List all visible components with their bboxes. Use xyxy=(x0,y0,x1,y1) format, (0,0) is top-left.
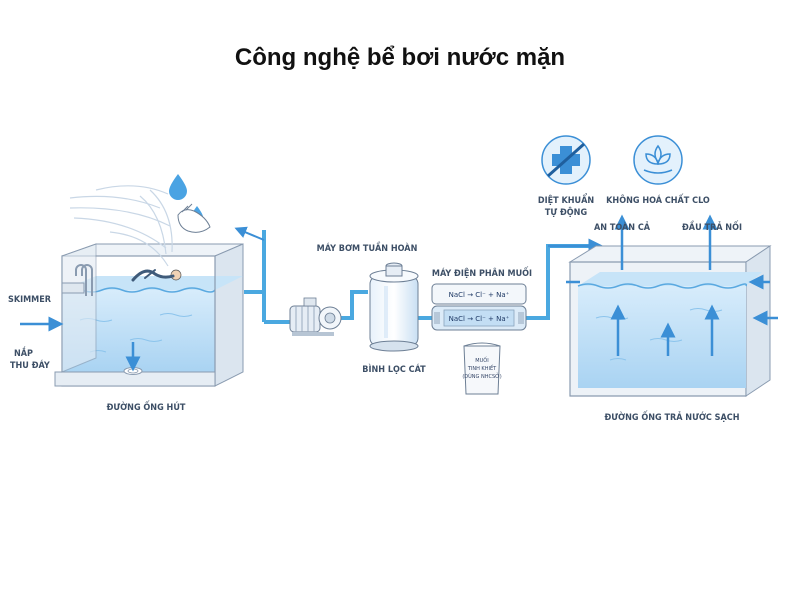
pump-to-filter-pipe xyxy=(340,290,368,320)
hand-icon xyxy=(177,203,211,233)
upflow-arrows-right xyxy=(566,214,778,356)
return-line-label: ĐƯỜNG ỐNG TRẢ NƯỚC SẠCH xyxy=(604,410,739,423)
pump-icon xyxy=(289,297,342,336)
salt-bag-icon: MUỐI TINH KHIẾT (DÙNG NHCSỞ) xyxy=(462,342,502,395)
salt-bag-text-1: MUỐI xyxy=(475,356,488,364)
salt-bag-text-3: (DÙNG NHCSỞ) xyxy=(462,372,501,380)
pump-label: MÁY BƠM TUẦN HOÀN xyxy=(317,241,418,254)
suction-pipe xyxy=(234,226,292,324)
filter-icon xyxy=(369,262,419,352)
return-pipe xyxy=(526,238,604,320)
diet-khuan-line1: DIỆT KHUẨN xyxy=(538,193,595,206)
leaf-icon xyxy=(633,135,683,185)
salt-bag-text-2: TINH KHIẾT xyxy=(467,364,497,372)
pool-ladder xyxy=(61,264,93,296)
skimmer-label: SKIMMER xyxy=(8,295,52,305)
electrolysis-cell-icon: NaCl → Cl⁻ + Na⁺ NaCl → Cl⁻ + Na⁺ xyxy=(431,283,527,331)
diagram-title: Công nghệ bể bơi nước mặn xyxy=(234,44,566,71)
formula-top: NaCl → Cl⁻ + Na⁺ xyxy=(449,291,510,299)
formula-cell: NaCl → Cl⁻ + Na⁺ xyxy=(449,315,510,323)
filter-label: BÌNH LỌC CÁT xyxy=(362,363,426,375)
dau-tra-noi-label: ĐẦU TRẢ NỐI xyxy=(682,220,742,233)
nap-thu-day-line1: NẮP xyxy=(14,346,33,359)
left-pool xyxy=(54,243,244,387)
swimmer-icon xyxy=(131,269,182,282)
right-pool xyxy=(568,245,772,397)
floor-drain-icon xyxy=(123,367,143,375)
khong-hoa-chat-label: KHÔNG HOÁ CHẤT CLO xyxy=(606,193,710,206)
diet-khuan-line2: TỰ ĐỘNG xyxy=(545,207,588,218)
suction-line-label: ĐƯỜNG ỐNG HÚT xyxy=(107,400,186,413)
nap-thu-day-line2: THU ĐÁY xyxy=(10,359,50,371)
electrolysis-label: MÁY ĐIỆN PHÂN MUỐI xyxy=(432,266,532,279)
inflow-arrows-left xyxy=(20,316,141,372)
wind-icon xyxy=(69,185,173,267)
no-bacteria-icon xyxy=(541,135,591,185)
an-toan-label: AN TOÀN CẢ xyxy=(594,221,651,233)
